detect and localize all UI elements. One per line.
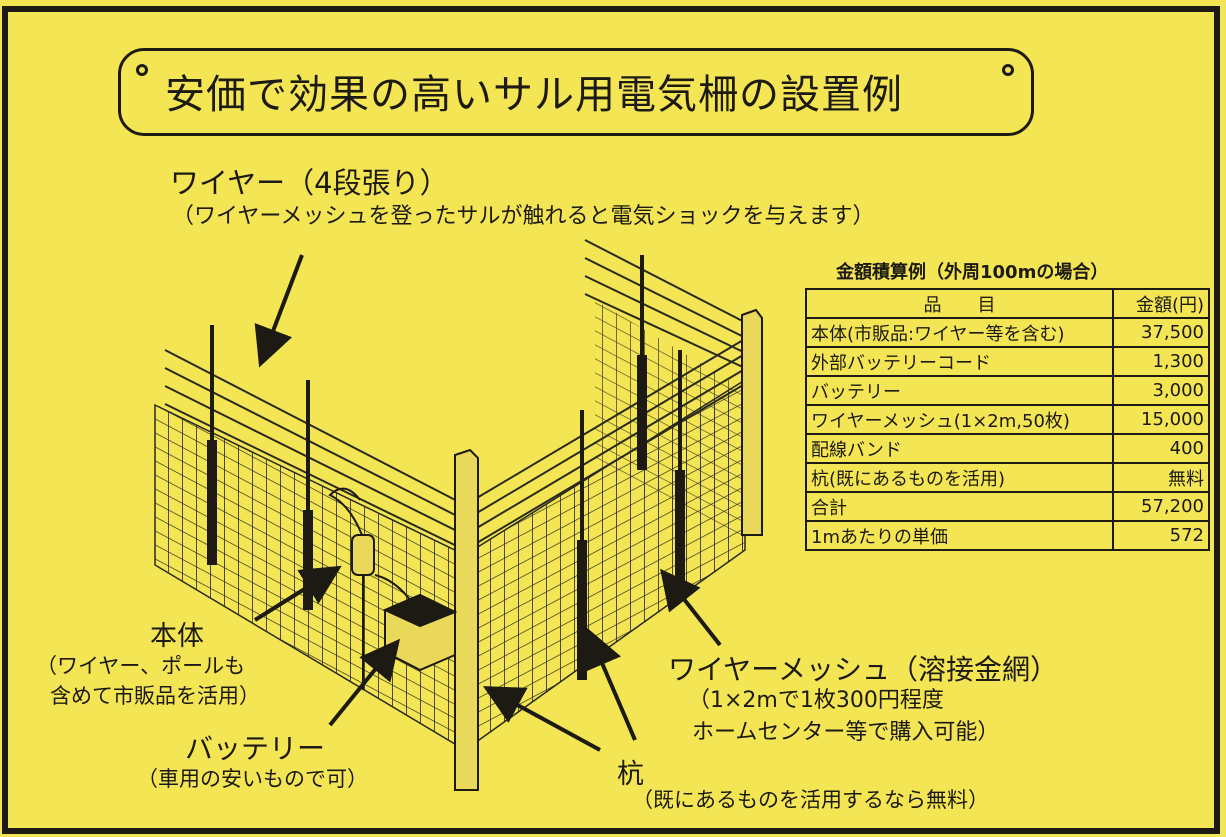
table-row: 合計 57,200 xyxy=(805,491,1210,522)
title-box xyxy=(118,48,1034,136)
mesh-note-2: ホームセンター等で購入可能） xyxy=(692,720,1000,745)
title-right-dot xyxy=(1002,64,1014,76)
mesh-note-1: （1×2mで1枚300円程度 xyxy=(688,688,944,713)
row-item: バッテリー xyxy=(805,375,1114,406)
left-wires xyxy=(164,349,466,551)
pole-insulators xyxy=(207,355,685,680)
title-left-dot xyxy=(136,64,148,76)
table-row: 配線バンド 400 xyxy=(805,433,1210,464)
header-amount: 金額(円) xyxy=(1112,288,1210,319)
main-unit-note-1: （ワイヤー、ポールも xyxy=(36,654,246,678)
back-wire-mesh xyxy=(595,300,745,550)
stake-posts xyxy=(454,308,763,791)
battery-note: （車用の安いもので可） xyxy=(137,767,368,791)
battery-label: バッテリー xyxy=(185,732,326,765)
table-row: 1mあたりの単価 572 xyxy=(805,520,1210,551)
row-item: 本体(市販品:ワイヤー等を含む) xyxy=(805,317,1114,348)
row-amount: 3,000 xyxy=(1112,375,1210,406)
cost-table-title: 金額積算例（外周100mの場合） xyxy=(836,262,1109,283)
main-unit-label: 本体 xyxy=(150,621,204,652)
row-amount: 無料 xyxy=(1112,462,1210,493)
row-amount: 572 xyxy=(1112,520,1210,551)
row-item: 配線バンド xyxy=(805,433,1114,464)
mesh-label: ワイヤーメッシュ（溶接金網） xyxy=(668,653,1059,686)
callout-arrows xyxy=(253,254,722,752)
right-wires xyxy=(464,239,761,551)
row-amount: 1,300 xyxy=(1112,346,1210,377)
table-row: 外部バッテリーコード 1,300 xyxy=(805,346,1210,377)
row-amount: 57,200 xyxy=(1112,491,1210,522)
cost-table: 品 目 金額(円) 本体(市販品:ワイヤー等を含む) 37,500 外部バッテリ… xyxy=(805,288,1210,551)
wire-note: （ワイヤーメッシュを登ったサルが触れると電気ショックを与えます） xyxy=(172,204,875,229)
wire-label: ワイヤー（4段張り） xyxy=(170,166,449,200)
row-amount: 15,000 xyxy=(1112,404,1210,435)
row-item: 外部バッテリーコード xyxy=(805,346,1114,377)
page-title: 安価で効果の高いサル用電気柵の設置例 xyxy=(165,72,903,118)
main-unit-note-2: 含めて市販品を活用） xyxy=(50,684,260,708)
row-amount: 400 xyxy=(1112,433,1210,464)
battery xyxy=(374,574,458,672)
outer-frame xyxy=(2,6,1220,834)
cost-table-header-row: 品 目 金額(円) xyxy=(805,288,1210,319)
table-row: ワイヤーメッシュ(1×2m,50枚) 15,000 xyxy=(805,404,1210,435)
header-item: 品 目 xyxy=(805,288,1114,319)
table-row: バッテリー 3,000 xyxy=(805,375,1210,406)
stake-label: 杭 xyxy=(617,759,644,790)
table-row: 本体(市販品:ワイヤー等を含む) 37,500 xyxy=(805,317,1210,348)
stake-note: （既にあるものを活用するなら無料） xyxy=(632,788,989,812)
row-item: 合計 xyxy=(805,491,1114,522)
row-amount: 37,500 xyxy=(1112,317,1210,348)
row-item: 杭(既にあるものを活用) xyxy=(805,462,1114,493)
row-item: ワイヤーメッシュ(1×2m,50枚) xyxy=(805,404,1114,435)
table-row: 杭(既にあるものを活用) 無料 xyxy=(805,462,1210,493)
row-item: 1mあたりの単価 xyxy=(805,520,1114,551)
